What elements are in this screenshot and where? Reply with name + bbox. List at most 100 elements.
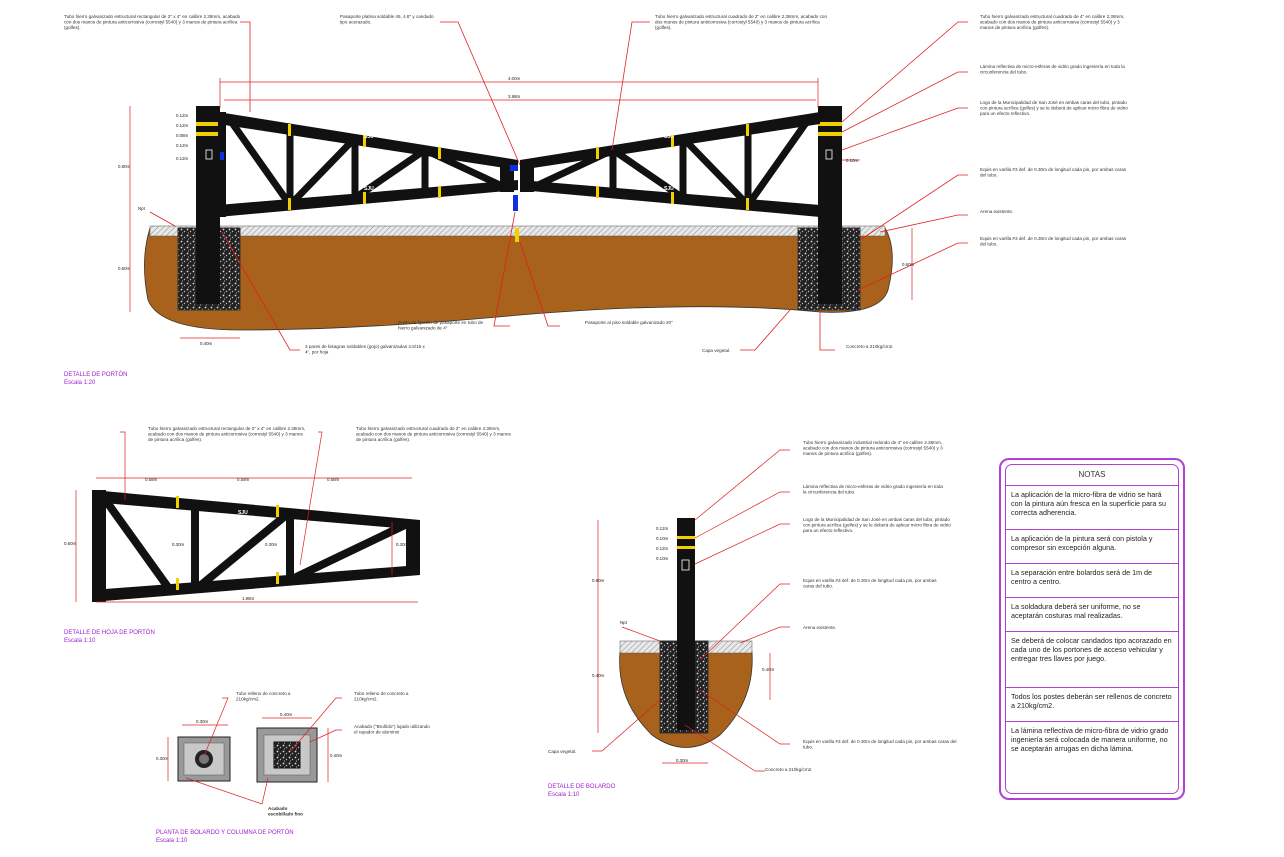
- logo-text: SJU: [664, 186, 674, 192]
- note-item: La aplicación de la micro-fibra de vidri…: [1006, 486, 1178, 530]
- bolardo-title: DETALLE DE BOLARDO: [548, 784, 616, 790]
- ground-bolt-sleeve: [515, 228, 519, 242]
- porton-detail: SJU SJU SJU SJU: [64, 14, 1128, 386]
- logo-text: SJU: [364, 186, 374, 192]
- bolardo-detail: Tubo hierro galvanizado industrial redon…: [548, 440, 956, 798]
- porton-note-tubo-rect: Tubo hierro galvanizado estructural rect…: [64, 14, 241, 30]
- porton-leaf-left-braces: [227, 117, 502, 208]
- bolardo-note-equis-2: Equis en varilla #3 def. de 0.30m de lon…: [803, 739, 956, 749]
- porton-soil: [144, 227, 893, 331]
- dim-text: 0.58m: [237, 477, 250, 482]
- dim-text: 0.10m: [846, 158, 859, 163]
- dim-text: 0.30m: [676, 758, 689, 763]
- note-item: Se deberá de colocar candados tipo acora…: [1006, 632, 1178, 688]
- dim-text: 0.10m: [656, 556, 669, 561]
- bolardo-post: [677, 518, 695, 730]
- porton-post-left: [196, 106, 220, 304]
- dim-text: 0.40m: [762, 667, 775, 672]
- porton-note-arena: Arena existente.: [980, 209, 1013, 214]
- bolardo-note-lamina: Lámina reflectiva de micro-esferas de vi…: [803, 484, 943, 494]
- dim-text: 0.12m: [656, 526, 669, 531]
- porton-leader-lines: [149, 21, 968, 351]
- reflective-band: [818, 122, 842, 126]
- hoja-detail: SJU SJU Tubo hierro galvanizado estructu…: [64, 426, 511, 644]
- hoja-frame: [92, 490, 420, 602]
- porton-note-pasaporte-piso: Pasaporte al piso soldable galvanizado 2…: [585, 320, 673, 325]
- dim-text: 0.80m: [118, 164, 131, 169]
- post-logo: [205, 149, 213, 160]
- dim-text: 0.30m: [196, 719, 209, 724]
- dim-text: 0.60m: [64, 541, 77, 546]
- porton-note-tubo-4: Tubo hierro galvanizado estructural cuad…: [980, 14, 1124, 30]
- porton-note-logo: Logo de la Municipalidad de San José en …: [980, 100, 1128, 116]
- porton-dimension-lines: [129, 78, 913, 339]
- porton-note-equis-1: Equis en varilla #3 def. de 0.30m de lon…: [980, 167, 1127, 177]
- notes-title: NOTAS: [1006, 465, 1178, 486]
- dim-text: 0.30m: [156, 756, 169, 761]
- dim-text: 0.12m: [656, 546, 669, 551]
- bolardo-note-equis-1: Equis en varilla #3 def. de 0.30m de lon…: [803, 578, 937, 588]
- dim-text: 1.98m: [242, 596, 255, 601]
- porton-note-bisagras: 3 pares de bisagras soldables (gojo) gal…: [305, 344, 425, 354]
- dim-text: Npt: [138, 206, 146, 211]
- porton-note-capa: Capa vegetal.: [702, 348, 730, 353]
- hoja-scale: Escala 1:10: [64, 638, 96, 644]
- bolardo-note-concreto: Concreto a 210kg/cm2.: [765, 767, 813, 772]
- dim-text: 0.80m: [592, 578, 605, 583]
- hoja-title: DETALLE DE HOJA DE PORTÓN: [64, 629, 155, 636]
- reflective-band: [677, 536, 695, 539]
- porton-title: DETALLE DE PORTÓN: [64, 371, 127, 378]
- note-item: Todos los postes deberán ser rellenos de…: [1006, 688, 1178, 722]
- reflective-band: [196, 132, 220, 136]
- bolardo-note-arena: Arena existente.: [803, 625, 836, 630]
- dim-text: 0.60m: [902, 262, 915, 267]
- porton-post-right: [818, 106, 842, 304]
- porton-note-tubo-cuad: Tubo hierro galvanizado estructural cuad…: [655, 14, 827, 30]
- porton-note-equis-2: Equis en varilla #3 def. de 0.30m de lon…: [980, 236, 1127, 246]
- porton-yellow-marks: [288, 124, 749, 210]
- porton-note-lamina: Lámina reflectiva de micro-esferas de vi…: [980, 64, 1125, 74]
- dim-text: 0.12m: [176, 156, 189, 161]
- dim-text: 0.58m: [145, 477, 158, 482]
- dim-text: Npt: [620, 620, 628, 625]
- planta-title: PLANTA DE BOLARDO Y COLUMNA DE PORTÓN: [156, 829, 294, 836]
- dim-text: 0.40m: [592, 673, 605, 678]
- dim-text: 0.40m: [330, 753, 343, 758]
- reflective-band: [196, 122, 220, 126]
- ground-bolt-icon: [513, 195, 518, 211]
- porton-note-pasaporte: Pasaporte platina soldable 45, 4.8" y ca…: [340, 14, 434, 24]
- dim-text: 0.58m: [327, 477, 340, 482]
- bolardo-note-tubo: Tubo hierro galvanizado industrial redon…: [803, 440, 943, 456]
- dim-text: 0.40m: [200, 341, 213, 346]
- porton-note-concreto: Concreto a 210kg/cm2.: [846, 344, 894, 349]
- dim-text: 3.98m: [508, 94, 521, 99]
- dim-text: 0.30m: [172, 542, 185, 547]
- hoja-braces: [100, 495, 407, 594]
- planta-scale: Escala 1:10: [156, 838, 188, 844]
- porton-logos: SJU SJU SJU SJU: [364, 134, 674, 192]
- dim-text: 0.10m: [656, 536, 669, 541]
- note-item: La soldadura deberá ser uniforme, no se …: [1006, 598, 1178, 632]
- porton-scale: Escala 1:20: [64, 380, 96, 386]
- note-item: La aplicación de la pintura será con pis…: [1006, 530, 1178, 564]
- bolardo-leader-lines: [592, 449, 790, 772]
- hoja-note-tubo-cuad: Tubo hierro galvanizado estructural cuad…: [356, 426, 511, 442]
- lock-icon: [510, 165, 518, 171]
- porton-leaf-right-braces: [536, 117, 811, 208]
- reflective-band: [818, 132, 842, 136]
- bolardo-scale: Escala 1:10: [548, 792, 580, 798]
- dim-text: 0.30m: [396, 542, 409, 547]
- note-item: La separación entre bolardos será de 1m …: [1006, 564, 1178, 598]
- hinge-icon: [220, 152, 224, 160]
- logo-text: SJU: [664, 134, 674, 140]
- hoja-yellow-marks: [176, 496, 279, 590]
- post-logo: [681, 559, 690, 571]
- logo-text: SJU: [364, 134, 374, 140]
- dim-text: 0.08m: [176, 133, 189, 138]
- hoja-note-tubo-rect: Tubo hierro galvanizado estructural rect…: [148, 426, 305, 442]
